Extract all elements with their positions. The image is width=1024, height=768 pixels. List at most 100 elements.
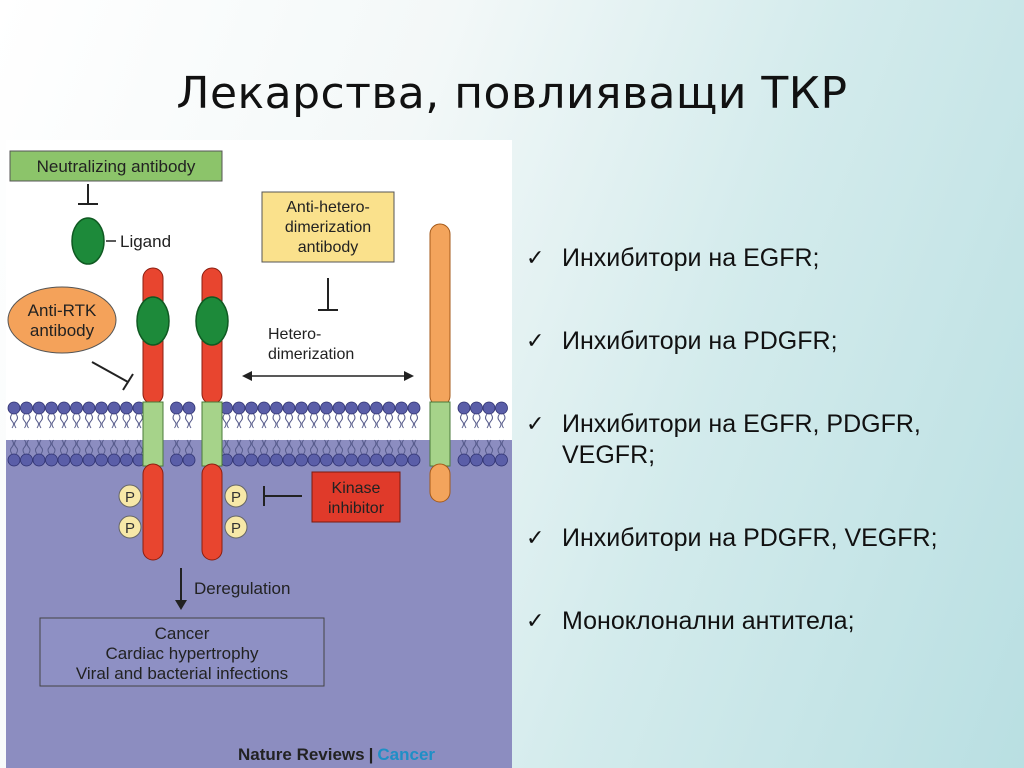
lipid-head (307, 453, 321, 467)
lipid-head (395, 401, 408, 415)
lipid-tail (485, 439, 489, 455)
outcome-box (39, 617, 325, 687)
receptor-2-intracellular (201, 463, 223, 561)
lipid-tail (335, 413, 339, 429)
lipid-head (32, 401, 46, 415)
lipid-head (82, 401, 96, 415)
lipid-tail (376, 439, 381, 455)
lipid-tail (260, 439, 264, 455)
lipid-tail (285, 439, 289, 455)
lipid-tail (297, 439, 302, 455)
lipid-tail (376, 413, 381, 429)
deregulation-label: Deregulation (194, 579, 290, 598)
lipid-head (7, 453, 21, 467)
lipid-head (270, 401, 283, 415)
credit-journal: Cancer (377, 745, 436, 764)
lipid-head (370, 401, 383, 415)
lipid-head (45, 401, 58, 415)
lipid-head (182, 401, 196, 415)
phospho-label-2: P (125, 520, 135, 537)
lipid-head (70, 401, 83, 415)
lipid-head (457, 453, 471, 467)
lipid-tail (489, 439, 493, 455)
free-ligand (71, 217, 105, 265)
phospho-label-1: P (125, 489, 135, 506)
lipid-tail (339, 439, 343, 455)
lipid-tail (110, 439, 114, 455)
partner-receptor-intracellular (429, 463, 451, 503)
lipid-head (20, 453, 33, 467)
lipid-tail (301, 413, 306, 429)
lipid-tail (497, 439, 502, 455)
lipid-tail (35, 413, 39, 429)
lipid-head (395, 453, 408, 467)
lipid-tail (85, 439, 89, 455)
deregulation-arrow-head (175, 600, 187, 610)
lipid-tail (89, 439, 93, 455)
hetero-label-1: Hetero- (268, 326, 321, 343)
lipid-tail (247, 439, 252, 455)
lipid-tail (476, 439, 481, 455)
lipid-tail (251, 439, 256, 455)
lipid-tail (414, 413, 418, 429)
rtk-diagram-figure: Neutralizing antibody Ligand Anti-hetero… (6, 140, 512, 768)
lipid-tail (76, 439, 81, 455)
lipid-tail (276, 413, 281, 429)
lipid-tail (26, 413, 31, 429)
lipid-head (182, 453, 196, 467)
check-icon: ✓ (526, 526, 545, 551)
lipid-tail (501, 413, 506, 429)
lipid-tail (251, 413, 256, 429)
lipid-tail (139, 413, 143, 429)
lipid-tail (51, 439, 56, 455)
lipid-tail (22, 413, 27, 429)
lipid-head (295, 401, 308, 415)
lipid-head (320, 401, 333, 415)
anti-hetero-label-1: Anti-hetero- (286, 199, 370, 216)
lipid-tail (64, 439, 68, 455)
lipid-tail (289, 413, 293, 429)
anti-hetero-antibody-box (261, 191, 395, 263)
outcome-line-1: Cancer (155, 624, 210, 643)
lipid-tail (272, 439, 277, 455)
lipid-tail (222, 439, 227, 455)
lipid-tail (51, 413, 56, 429)
lipid-tail (497, 413, 502, 429)
bullet-text: Инхибитори на PDGFR; (562, 327, 838, 355)
lipid-head (120, 453, 133, 467)
lipid-tail (172, 413, 177, 429)
bullet-item: ✓ Инхибитори на EGFR; (522, 243, 1012, 274)
neutralizing-antibody-box (9, 150, 223, 182)
lipid-head (295, 453, 308, 467)
hetero-arrow-right-head (404, 371, 414, 381)
lipid-head (357, 401, 371, 415)
lipid-head (382, 401, 396, 415)
lipid-tail (126, 439, 131, 455)
slide-title: Лекарства, повлияващи ТКР (176, 68, 848, 119)
hetero-label-2: dimerization (268, 346, 354, 363)
kinase-label-2: inhibitor (328, 500, 385, 517)
lipid-tail (60, 439, 64, 455)
lipid-tail (285, 413, 289, 429)
phospho-circle-2 (118, 515, 142, 539)
lipid-tail (135, 439, 139, 455)
cytoplasm (6, 440, 512, 768)
lipid-head (407, 453, 421, 467)
lipid-head (32, 453, 46, 467)
lipid-tail (364, 413, 368, 429)
lipid-tail (351, 413, 356, 429)
outcome-line-3: Viral and bacterial infections (76, 664, 288, 683)
lipid-tail (22, 439, 27, 455)
lipid-tail (122, 413, 127, 429)
lipid-tail (97, 439, 102, 455)
lipid-tail (172, 439, 177, 455)
lipid-head (245, 453, 258, 467)
phospho-circle-3 (224, 484, 248, 508)
credit-brand: Nature Reviews (238, 745, 365, 764)
lipid-tail (135, 413, 139, 429)
lipid-tail (272, 413, 277, 429)
anti-rtk-label-1: Anti-RTK (28, 301, 97, 320)
lipid-head (282, 453, 296, 467)
lipid-head (170, 453, 183, 467)
lipid-head (82, 453, 96, 467)
